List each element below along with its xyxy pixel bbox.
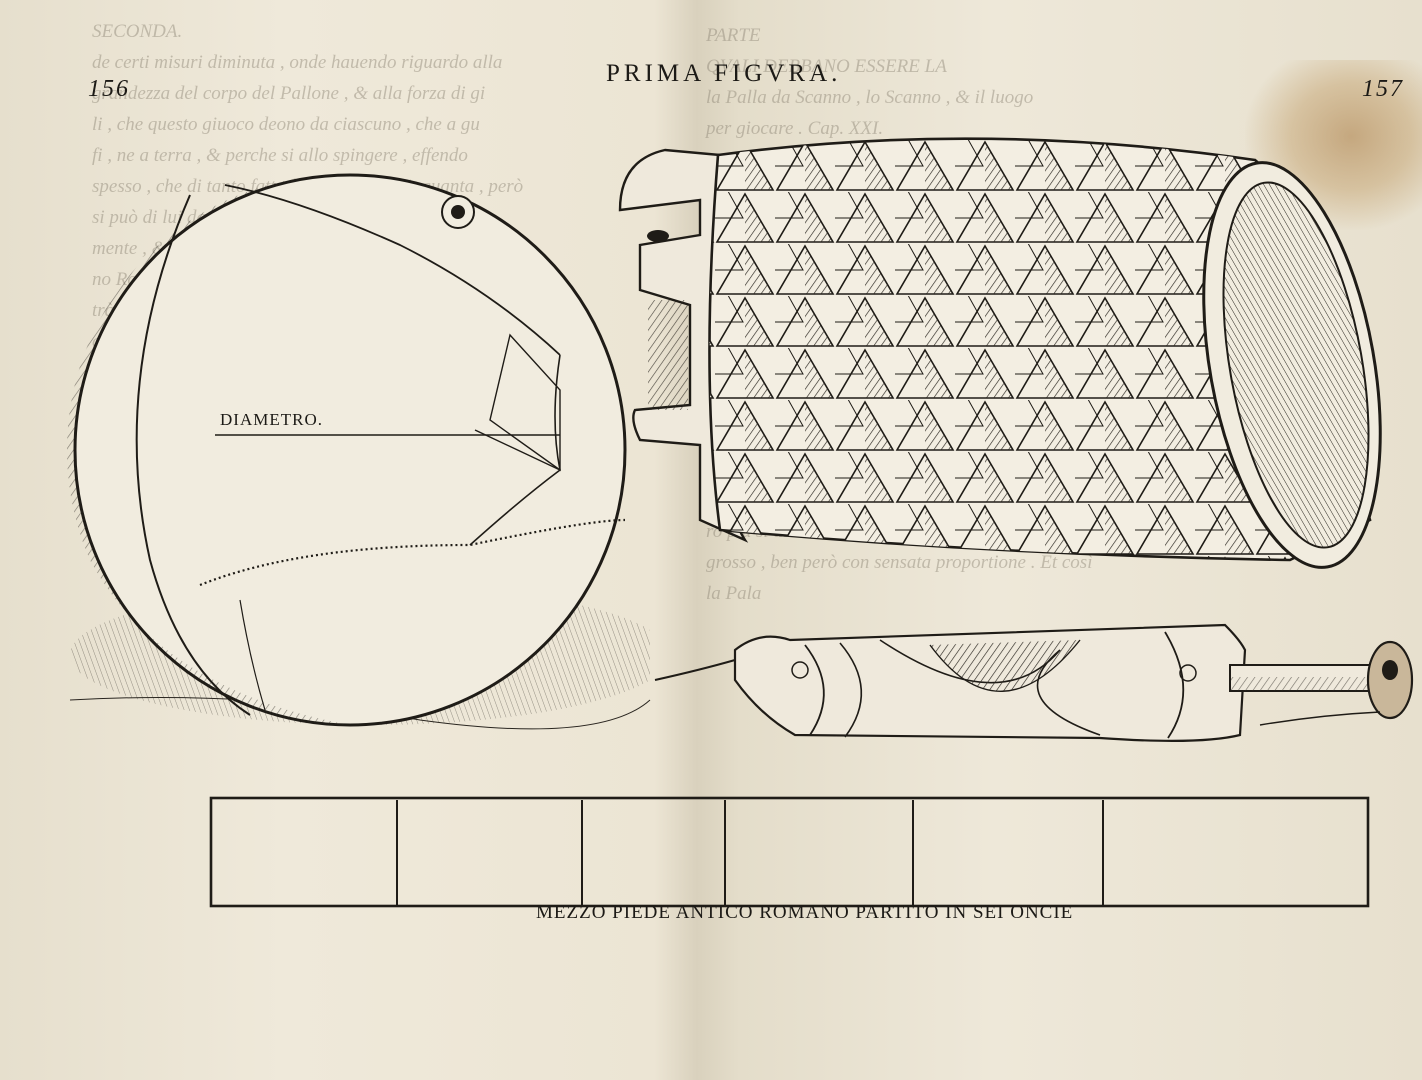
page-number-left: 156 xyxy=(88,76,130,102)
ball-drawing xyxy=(66,173,627,727)
showthrough-line: grandezza del corpo del Pallone , & alla… xyxy=(92,83,486,104)
page-number-right: 157 xyxy=(1362,76,1404,102)
scale-caption: MEZZO PIEDE ANTICO ROMANO PARTITO IN SEI… xyxy=(536,902,1074,923)
bracciale-drawing xyxy=(618,137,1382,569)
showthrough-line: SECONDA. xyxy=(92,21,183,42)
figure-title: PRIMA FIGVRA. xyxy=(606,60,842,87)
showthrough-line: fi , ne a terra , & perche si allo sping… xyxy=(92,145,468,166)
showthrough-line: QVALI DEBBANO ESSERE LA xyxy=(706,56,947,77)
showthrough-line: grosso , ben però con sensata proportion… xyxy=(706,552,1093,573)
showthrough-line: la Pala xyxy=(706,583,762,604)
showthrough-line: per giocare . Cap. XXI. xyxy=(706,118,884,139)
scale-bar xyxy=(209,796,1370,908)
showthrough-line: li , che questo giuoco deono da ciascuno… xyxy=(92,114,480,135)
diameter-label: DIAMETRO. xyxy=(220,410,323,429)
showthrough-line: la Palla da Scanno , lo Scanno , & il lu… xyxy=(706,87,1034,108)
showthrough-line: de certi misuri diminuta , onde hauendo … xyxy=(92,52,503,73)
peg-drawing xyxy=(654,623,1414,742)
showthrough-line: PARTE xyxy=(706,25,761,46)
